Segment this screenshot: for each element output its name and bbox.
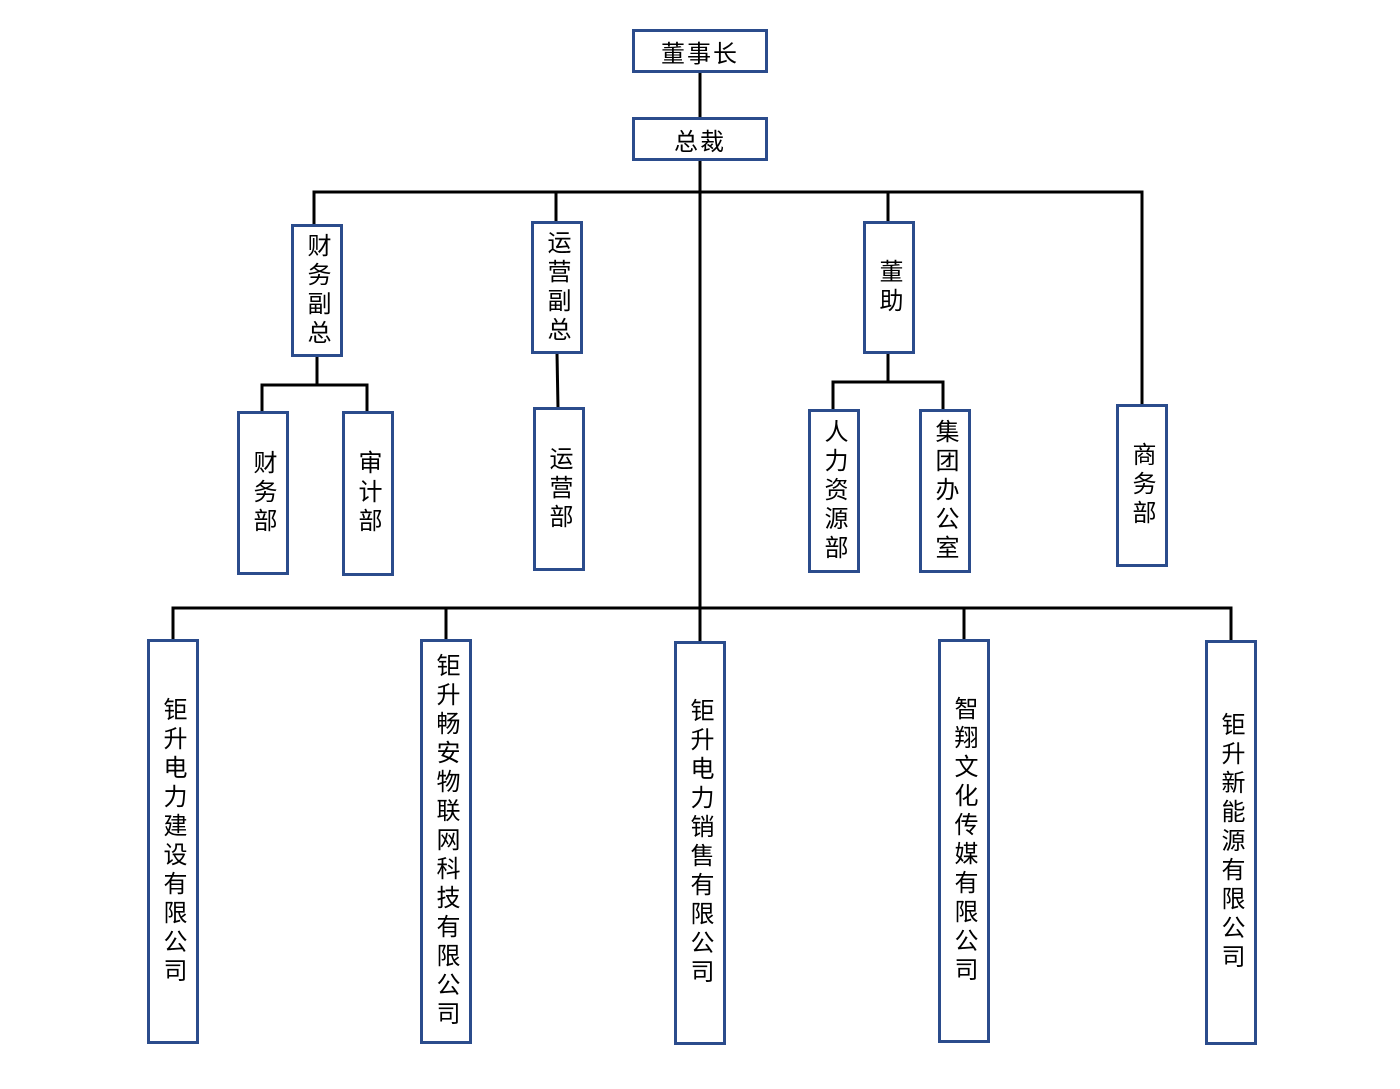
- chairman-box: 董事长: [632, 29, 768, 73]
- subsidiary-label-2: 钜升畅安物联网科技有限公司: [432, 653, 460, 1030]
- connector-operations-dept: [555, 351, 560, 410]
- audit-dept-box: 审计部: [342, 411, 394, 576]
- audit-dept-label: 审计部: [354, 450, 382, 537]
- chairman-label: 董事长: [661, 39, 739, 68]
- operations-dept-label: 运营部: [545, 445, 573, 533]
- president-box: 总裁: [632, 117, 768, 161]
- subsidiary-box-5: 钜升新能源有限公司: [1205, 640, 1257, 1045]
- business-dept-label: 商务部: [1128, 442, 1156, 529]
- subsidiary-box-4: 智翔文化传媒有限公司: [938, 639, 990, 1043]
- finance-vp-box: 财务副总: [291, 224, 343, 357]
- subsidiary-label-4: 智翔文化传媒有限公司: [950, 696, 978, 986]
- operations-vp-box: 运营副总: [531, 221, 583, 354]
- hr-dept-label: 人力资源部: [820, 418, 848, 564]
- operations-vp-label: 运营副总: [543, 229, 571, 346]
- subsidiary-box-2: 钜升畅安物联网科技有限公司: [420, 639, 472, 1044]
- subsidiary-box-3: 钜升电力销售有限公司: [674, 641, 726, 1045]
- finance-dept-label: 财务部: [249, 449, 277, 537]
- chairman-assistant-box: 董助: [863, 221, 915, 354]
- president-label: 总裁: [674, 127, 726, 156]
- chairman-assistant-label: 董助: [875, 258, 903, 317]
- operations-dept-box: 运营部: [533, 407, 585, 571]
- hr-dept-box: 人力资源部: [808, 409, 860, 573]
- group-office-box: 集团办公室: [919, 409, 971, 573]
- finance-vp-label: 财务副总: [303, 232, 331, 349]
- business-dept-box: 商务部: [1116, 404, 1168, 567]
- subsidiary-label-5: 钜升新能源有限公司: [1217, 712, 1245, 973]
- finance-dept-box: 财务部: [237, 411, 289, 575]
- group-office-label: 集团办公室: [931, 418, 959, 564]
- subsidiary-box-1: 钜升电力建设有限公司: [147, 639, 199, 1044]
- subsidiary-label-3: 钜升电力销售有限公司: [686, 698, 714, 988]
- subsidiary-label-1: 钜升电力建设有限公司: [159, 696, 187, 987]
